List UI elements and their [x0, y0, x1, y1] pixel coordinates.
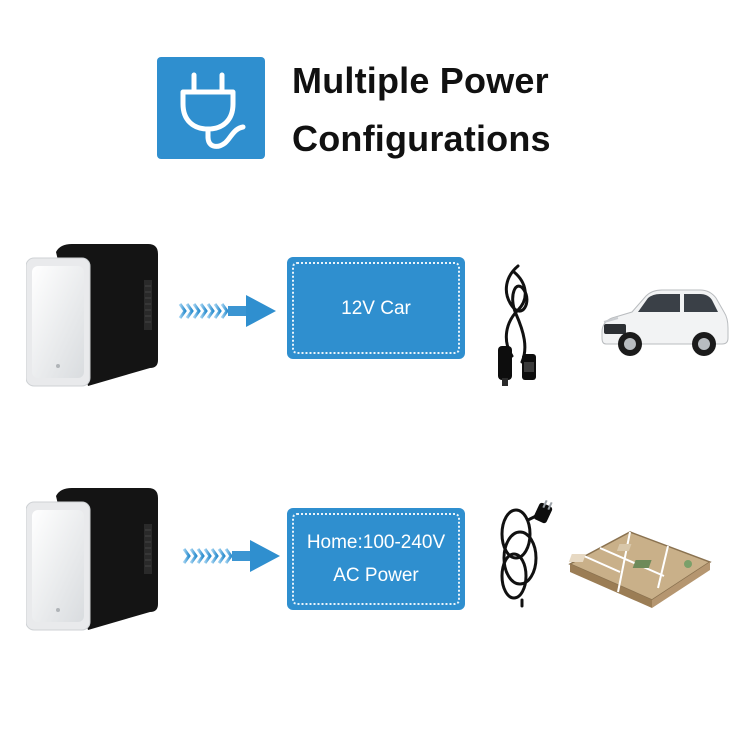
house-floorplan-image: [560, 504, 720, 613]
mini-fridge-image: [25, 240, 164, 395]
power-option-panel-home: Home:100-240V AC Power: [287, 508, 465, 610]
car-image: [596, 282, 730, 367]
mini-fridge-image: [25, 484, 164, 639]
panel-label-line: Home:100-240V: [306, 532, 446, 553]
panel-label-line: AC Power: [333, 565, 419, 586]
car-charger-cable-image: [488, 262, 548, 395]
power-plug-icon: [157, 57, 265, 159]
title-line-1: Multiple Power: [292, 60, 549, 101]
panel-label-line: 12V Car: [341, 297, 411, 319]
ac-power-cord-image: [494, 499, 556, 615]
chevron-arrow-icon: [178, 295, 278, 332]
page-title: Multiple Power Configurations: [292, 52, 652, 168]
title-line-2: Configurations: [292, 118, 551, 159]
chevron-arrow-icon: [182, 540, 282, 577]
power-option-panel-car: 12V Car: [287, 257, 465, 359]
